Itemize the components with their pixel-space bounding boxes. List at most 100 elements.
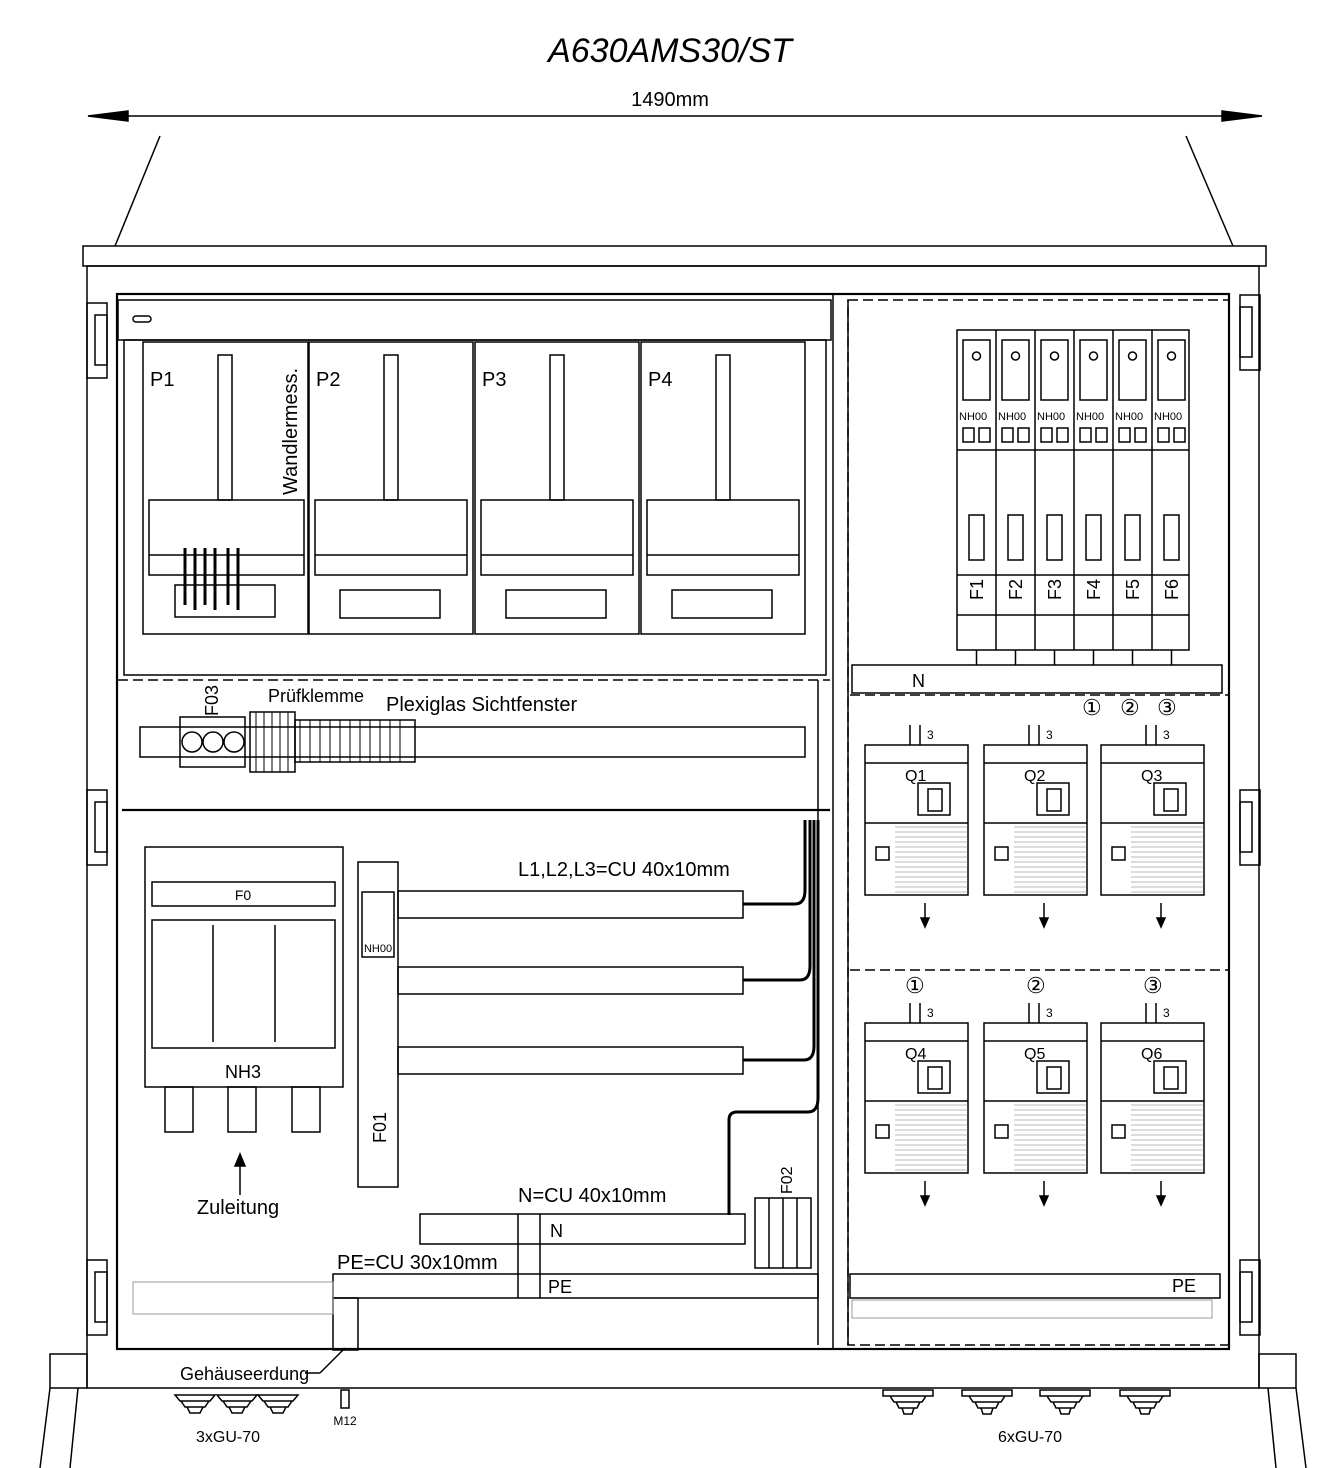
busbar-n: N (419, 1213, 746, 1245)
pe-letter: PE (548, 1277, 572, 1297)
fuse-block (956, 329, 1190, 651)
din-rail (139, 711, 806, 773)
breaker-label: Q3 (1141, 768, 1162, 785)
wandlermess-label: Wandlermess. (280, 368, 302, 495)
breaker-label: Q2 (1024, 768, 1045, 785)
meter-panel-label: P1 (150, 369, 174, 391)
feed-label: Zuleitung (197, 1197, 279, 1219)
right-mounting-plate (847, 299, 1230, 1346)
busbar-pe-right (849, 1273, 1221, 1319)
meter-panel-label: P4 (648, 369, 672, 391)
circle-marker: ③ (1143, 973, 1163, 998)
housing-ground-label: Gehäuseerdung (180, 1364, 309, 1384)
door-hinges (86, 294, 1261, 1336)
cable-count-label: 3 (1046, 1006, 1053, 1020)
fuse-label: F5 (1123, 579, 1143, 600)
meter-panel-p1: P1 (142, 341, 309, 635)
circle-marker: ① (905, 973, 925, 998)
breaker-q1: Q1 3 (864, 725, 969, 929)
main-switch-f0: F0 NH3 (144, 846, 344, 1133)
breaker-label: Q4 (905, 1046, 926, 1063)
m12-bolt (340, 1389, 350, 1409)
breaker-label: Q1 (905, 768, 926, 785)
housing-ground-leader (305, 1347, 346, 1374)
cable-gland (961, 1389, 1013, 1415)
meter-panel-label: P3 (482, 369, 506, 391)
drawing-title: A630AMS30/ST (546, 32, 794, 70)
n-letter: N (550, 1221, 563, 1241)
cable-gland (1039, 1389, 1091, 1415)
cable-gland (882, 1389, 934, 1415)
cable-count-label: 3 (927, 728, 934, 742)
cable-gland (1119, 1389, 1171, 1415)
cabinet-roof (82, 135, 1267, 267)
cabinet-base (39, 1353, 1307, 1468)
meter-mounting-plate (117, 299, 832, 812)
busbar-n-right (851, 664, 1223, 694)
fuse-label: F3 (1045, 579, 1065, 600)
busbars-l (397, 890, 744, 1075)
pruefklemme-label: Prüfklemme (268, 686, 364, 706)
fuse-type-label: NH00 (959, 411, 987, 423)
fuse-type-label: NH00 (1115, 411, 1143, 423)
fuse-type-label: NH00 (1037, 411, 1065, 423)
busbar-l-label: L1,L2,L3=CU 40x10mm (518, 859, 730, 881)
f01-type-label: NH00 (364, 943, 392, 955)
fuse-type-label: NH00 (998, 411, 1026, 423)
f01-label: F01 (370, 1112, 390, 1143)
fuse-f01: NH00 F01 (357, 861, 399, 1188)
fuse-label: F1 (967, 579, 987, 600)
meter-panel-p4: P4 (640, 341, 806, 635)
f02-label: F02 (779, 1166, 796, 1194)
cable-gland (256, 1394, 300, 1414)
fuse-label: F6 (1162, 579, 1182, 600)
nh3-label: NH3 (225, 1062, 261, 1082)
meter-panel-p3: P3 (474, 341, 640, 635)
busbar-n-label: N=CU 40x10mm (518, 1185, 666, 1207)
entries-right-label: 6xGU-70 (998, 1429, 1062, 1446)
breaker-q2: Q2 3 (983, 725, 1088, 929)
f0-label: F0 (235, 887, 252, 903)
bolt-label: M12 (333, 1414, 357, 1428)
breaker-q5: Q5 3 (983, 1003, 1088, 1207)
fuse-type-label: NH00 (1076, 411, 1104, 423)
entries-left-label: 3xGU-70 (196, 1429, 260, 1446)
meter-panel-p2: P2 (308, 341, 474, 635)
lower-din-rail (132, 1281, 334, 1315)
meter-panel-label: P2 (316, 369, 340, 391)
cable-count-label: 3 (1046, 728, 1053, 742)
circle-marker: ③ (1157, 695, 1177, 720)
dimension-label: 1490mm (631, 89, 709, 111)
cable-gland (215, 1394, 259, 1414)
f03-label: F03 (202, 685, 222, 716)
fuse-label: F4 (1084, 579, 1104, 600)
circle-marker: ② (1026, 973, 1046, 998)
breaker-q6: Q6 3 (1100, 1003, 1205, 1207)
feed-arrow (233, 1152, 247, 1195)
dimension-arrow (87, 110, 1263, 122)
glands-layer (173, 1389, 1171, 1415)
cable-gland (173, 1394, 217, 1414)
n-letter-right: N (912, 671, 925, 691)
circle-marker: ② (1120, 695, 1140, 720)
fuse-type-label: NH00 (1154, 411, 1182, 423)
cable-count-label: 3 (927, 1006, 934, 1020)
breaker-label: Q6 (1141, 1046, 1162, 1063)
busbar-pe: PE (332, 1214, 819, 1351)
busbar-pe-label: PE=CU 30x10mm (337, 1252, 498, 1274)
breaker-q4: Q4 3 (864, 1003, 969, 1207)
cable-count-label: 3 (1163, 1006, 1170, 1020)
circle-marker: ① (1082, 695, 1102, 720)
breaker-label: Q5 (1024, 1046, 1045, 1063)
busbar-cables (727, 820, 820, 1215)
breaker-q3: Q3 3 (1100, 725, 1205, 929)
cable-count-label: 3 (1163, 728, 1170, 742)
